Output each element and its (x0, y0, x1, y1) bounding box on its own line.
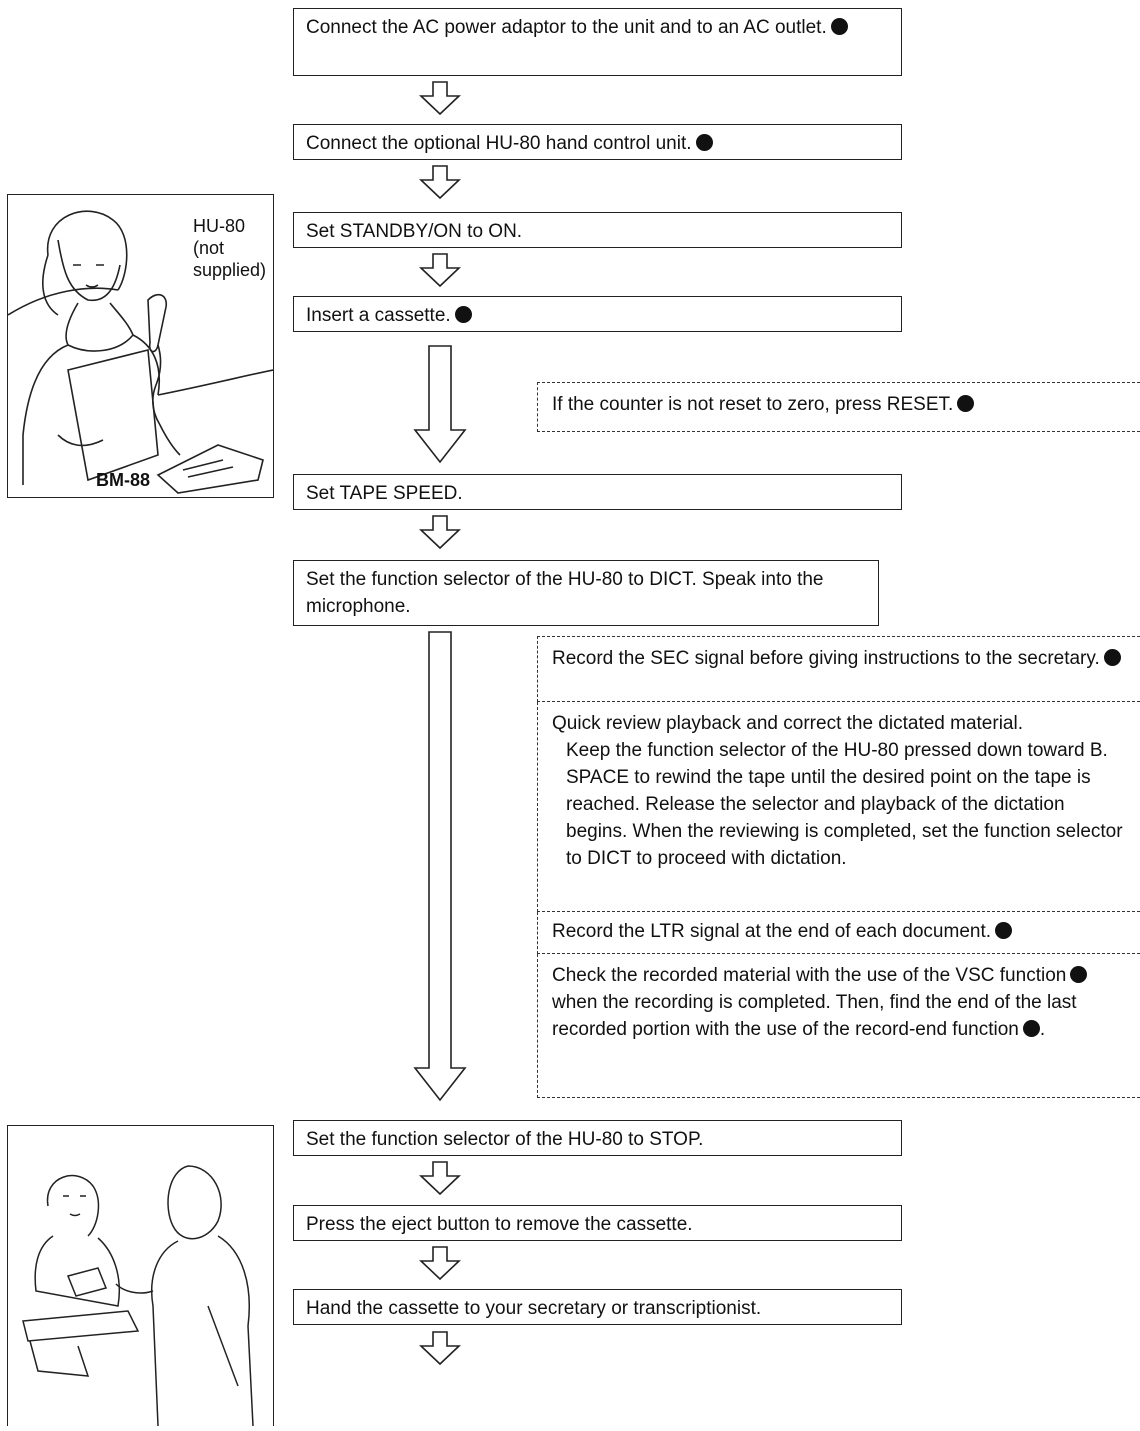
flow-arrow-icon (418, 253, 462, 288)
reference-dot-icon (1022, 1020, 1040, 1037)
reference-dot-icon (830, 18, 848, 35)
step-text: Insert a cassette. (306, 305, 451, 326)
step-stop: Set the function selector of the HU-80 t… (293, 1120, 902, 1156)
step-text: Hand the cassette to your secretary or t… (306, 1298, 762, 1319)
note-quick-review: Quick review playback and correct the di… (537, 702, 1140, 912)
flow-long-arrow-icon (413, 345, 467, 464)
note-text-b: when the recording is completed. Then, f… (552, 992, 1077, 1040)
flow-arrow-icon (418, 1331, 462, 1366)
flow-arrow-icon (418, 1161, 462, 1196)
step-text: Set the function selector of the HU-80 t… (306, 1129, 704, 1150)
step-dict: Set the function selector of the HU-80 t… (293, 560, 879, 626)
step-connect-ac-adaptor: Connect the AC power adaptor to the unit… (293, 8, 902, 76)
note-ltr-signal: Record the LTR signal at the end of each… (537, 912, 1140, 954)
step-text: Set the function selector of the HU-80 t… (306, 569, 824, 617)
note-body: Keep the function selector of the HU-80 … (566, 740, 1123, 869)
flow-long-arrow-icon (413, 631, 467, 1102)
note-text: Record the SEC signal before giving inst… (552, 648, 1100, 669)
flow-arrow-icon (418, 1246, 462, 1281)
note-text-c: . (1039, 1019, 1046, 1040)
step-eject: Press the eject button to remove the cas… (293, 1205, 902, 1241)
illustration-dictating-person: HU-80 (not supplied) BM-88 (7, 194, 274, 498)
flow-arrow-icon (418, 165, 462, 200)
note-text: Record the LTR signal at the end of each… (552, 921, 992, 942)
step-text: Press the eject button to remove the cas… (306, 1214, 693, 1235)
label-hu80: HU-80 (193, 216, 246, 236)
step-connect-hu80: Connect the optional HU-80 hand control … (293, 124, 902, 160)
person-with-handset-drawing (7, 210, 274, 494)
step-insert-cassette: Insert a cassette. (293, 296, 902, 332)
reference-dot-icon (695, 134, 713, 151)
step-tape-speed: Set TAPE SPEED. (293, 474, 902, 510)
reference-dot-icon (957, 395, 975, 412)
note-vsc-check: Check the recorded material with the use… (537, 954, 1140, 1098)
flow-arrow-icon (418, 515, 462, 550)
step-hand-cassette: Hand the cassette to your secretary or t… (293, 1289, 902, 1325)
reference-dot-icon (995, 922, 1013, 939)
step-text: Connect the optional HU-80 hand control … (306, 133, 692, 154)
label-bm88: BM-88 (96, 470, 151, 490)
note-text: If the counter is not reset to zero, pre… (552, 394, 954, 415)
reference-dot-icon (1103, 649, 1121, 666)
note-reset-counter: If the counter is not reset to zero, pre… (537, 382, 1140, 432)
step-text: Set STANDBY/ON to ON. (306, 221, 523, 242)
note-sec-signal: Record the SEC signal before giving inst… (537, 636, 1140, 702)
step-standby-on: Set STANDBY/ON to ON. (293, 212, 902, 248)
reference-dot-icon (1070, 966, 1088, 983)
label-not-supplied: (not supplied) (193, 238, 267, 280)
step-text: Connect the AC power adaptor to the unit… (306, 17, 827, 38)
note-text-a: Check the recorded material with the use… (552, 965, 1067, 986)
note-title: Quick review playback and correct the di… (552, 713, 1023, 734)
two-people-drawing (22, 1165, 254, 1427)
illustration-handing-cassette (7, 1125, 274, 1427)
step-text: Set TAPE SPEED. (306, 483, 463, 504)
flow-arrow-icon (418, 81, 462, 116)
reference-dot-icon (454, 306, 472, 323)
